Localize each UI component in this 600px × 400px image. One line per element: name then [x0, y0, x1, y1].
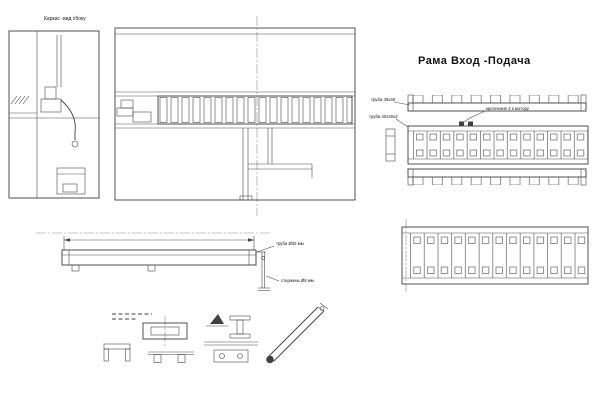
front-view-outline	[114, 27, 356, 201]
tube-section-detail	[142, 316, 188, 346]
comb-top-view	[407, 94, 587, 112]
channel-detail	[103, 343, 131, 362]
frame-plan-view	[385, 121, 589, 165]
side-view-base-box	[56, 167, 86, 195]
side-view-title: Каркас -вид сбоку	[44, 16, 86, 22]
annotation-tube4040x2: труба 40х40х2	[369, 114, 409, 128]
beam-end-bracket	[256, 251, 270, 291]
front-view	[114, 16, 356, 216]
rear-view-bays	[410, 233, 588, 278]
bench-detail	[148, 351, 194, 363]
beam-body	[61, 249, 257, 272]
dimension-line	[63, 236, 255, 250]
front-view-legs	[239, 128, 313, 201]
side-view-rails	[9, 112, 99, 119]
svg-text:крепление 4 к мотору: крепление 4 к мотору	[486, 106, 530, 111]
side-view-outline	[8, 30, 100, 199]
front-view-left-steps	[116, 99, 152, 123]
hatch-lines	[10, 95, 30, 105]
weld-dash-symbol	[112, 313, 152, 320]
diagonal-bar-detail	[266, 302, 329, 364]
left-bracket	[385, 128, 396, 162]
svg-text:труба Ø32 мм: труба Ø32 мм	[276, 241, 304, 246]
side-view-mechanism	[40, 35, 79, 148]
motor-mount-markers	[459, 121, 473, 126]
detail-views	[103, 302, 329, 364]
drawing-title: Рама Вход -Подача	[418, 55, 531, 67]
slat-band	[157, 95, 353, 125]
svg-text:труба 40х40х2: труба 40х40х2	[369, 114, 398, 119]
annotation-rod-d8: стержень Ø8 мм	[265, 275, 314, 283]
svg-text:труба 40х40: труба 40х40	[371, 97, 396, 102]
side-view	[8, 30, 100, 199]
clamp-ibeam-detail	[204, 314, 258, 363]
comb-bottom-view	[407, 168, 587, 186]
frame-rear-view	[401, 219, 589, 292]
annotation-tube-d32: труба Ø32 мм	[256, 241, 304, 253]
beam-side-view: труба Ø32 мм стержень Ø8 мм	[36, 232, 314, 291]
svg-text:стержень Ø8 мм: стержень Ø8 мм	[281, 278, 314, 283]
annotation-motor-mount: крепление 4 к мотору	[463, 106, 530, 123]
annotation-tube4040: труба 40х40	[371, 97, 411, 106]
frame-plan-bays	[413, 131, 588, 159]
